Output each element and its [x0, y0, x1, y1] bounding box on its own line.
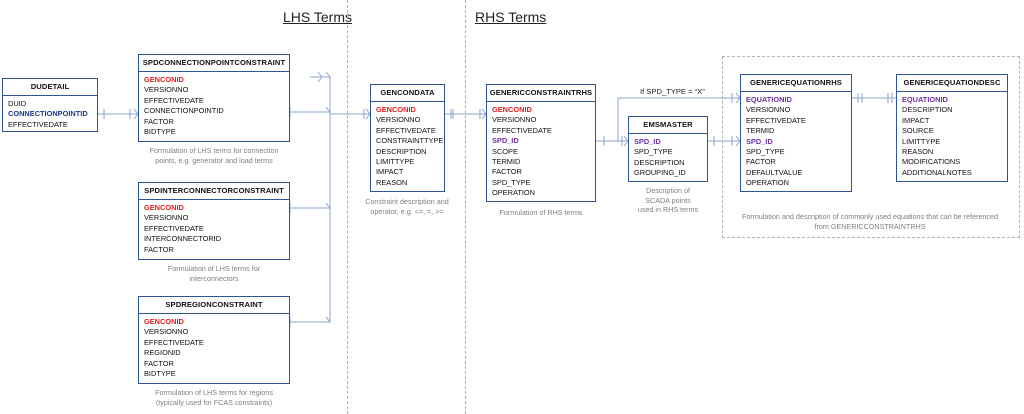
spdconnectionpointconstraint-table[interactable]: SPDCONNECTIONPOINTCONSTRAINT GENCONID VE… [138, 54, 290, 142]
field: DESCRIPTION [634, 157, 685, 167]
field: FACTOR [144, 358, 174, 368]
spdinterconnectorconstraint-table[interactable]: SPDINTERCONNECTORCONSTRAINT GENCONID VER… [138, 182, 290, 260]
field: LIMITTYPE [376, 157, 415, 167]
genericequationrhs-table[interactable]: GENERICEQUATIONRHS EQUATIONID VERSIONNO … [740, 74, 852, 192]
table-title: SPDINTERCONNECTORCONSTRAINT [139, 183, 289, 200]
table-title: DUDETAIL [3, 79, 97, 96]
field: IMPACT [902, 115, 930, 125]
field-primary-key: GENCONID [144, 203, 184, 212]
field: SCOPE [492, 146, 518, 156]
table-title: SPDCONNECTIONPOINTCONSTRAINT [139, 55, 289, 72]
genericequationdesc-table[interactable]: GENERICEQUATIONDESC EQUATIONID DESCRIPTI… [896, 74, 1008, 182]
field: EFFECTIVEDATE [746, 115, 806, 125]
field-primary-key: GENCONID [492, 105, 532, 114]
field: FACTOR [144, 244, 174, 254]
field: FACTOR [144, 116, 174, 126]
field: INTERCONNECTORID [144, 234, 222, 244]
field: MODIFICATIONS [902, 157, 961, 167]
field: VERSIONNO [144, 213, 189, 223]
field: EFFECTIVEDATE [376, 125, 436, 135]
field-primary-key: GENCONID [376, 105, 416, 114]
field: EFFECTIVEDATE [144, 223, 204, 233]
rhs-caption: Formulation of RHS terms [499, 208, 583, 217]
field: SPD_TYPE [634, 147, 673, 157]
field-primary-key: EQUATIONID [902, 95, 948, 104]
spdregionconstraint-table[interactable]: SPDREGIONCONSTRAINT GENCONID VERSIONNO E… [138, 296, 290, 384]
rhs-divider [465, 0, 466, 414]
field: SPD_TYPE [492, 177, 531, 187]
field: DEFAULTVALUE [746, 167, 803, 177]
field: DESCRIPTION [902, 105, 953, 115]
emsmaster-table[interactable]: EMSMASTER SPD_ID SPD_TYPE DESCRIPTION GR… [628, 116, 708, 182]
field: BIDTYPE [144, 369, 176, 379]
equations-caption: Formulation and description of commonly … [741, 212, 999, 231]
field: FACTOR [492, 167, 522, 177]
field-primary-key: GENCONID [144, 317, 184, 326]
field: BIDTYPE [144, 127, 176, 137]
field-link-key: SPD_ID [634, 137, 661, 146]
table-title: SPDREGIONCONSTRAINT [139, 297, 289, 314]
field-link-key: SPD_ID [492, 136, 519, 146]
field: FACTOR [746, 157, 776, 167]
field: REGIONID [144, 348, 181, 358]
field: CONNECTIONPOINTID [144, 106, 224, 116]
dudetail-table[interactable]: DUDETAIL DUID CONNECTIONPOINTID EFFECTIV… [2, 78, 98, 132]
rhs-terms-title: RHS Terms [475, 9, 547, 25]
table-title: GENERICEQUATIONDESC [897, 75, 1007, 92]
field: CONSTRAINTTYPE [376, 136, 444, 146]
field: VERSIONNO [144, 85, 189, 95]
field: TERMID [746, 126, 775, 136]
field: VERSIONNO [492, 115, 537, 125]
table-title: EMSMASTER [629, 117, 707, 134]
region-caption: Formulation of LHS terms for regions(typ… [155, 388, 273, 407]
field: DESCRIPTION [376, 146, 427, 156]
field: EFFECTIVEDATE [492, 125, 552, 135]
field: EFFECTIVEDATE [144, 337, 204, 347]
field: VERSIONNO [144, 327, 189, 337]
field: EFFECTIVEDATE [144, 95, 204, 105]
gencondata-table[interactable]: GENCONDATA GENCONID VERSIONNO EFFECTIVED… [370, 84, 445, 192]
field: SPD_TYPE [746, 147, 785, 157]
condition-label: If SPD_TYPE = “X” [640, 87, 705, 96]
field: REASON [902, 147, 934, 157]
table-title: GENERICEQUATIONRHS [741, 75, 851, 92]
field: DUID [8, 99, 27, 108]
field-foreign-key: CONNECTIONPOINTID [8, 109, 88, 119]
lhs-divider [347, 0, 348, 414]
field: ADDITIONALNOTES [902, 167, 972, 177]
field: SOURCE [902, 126, 934, 136]
field-primary-key: GENCONID [144, 75, 184, 84]
lhs-terms-title: LHS Terms [283, 9, 352, 25]
field: GROUPING_ID [634, 168, 686, 178]
field: REASON [376, 177, 408, 187]
field: OPERATION [746, 178, 789, 188]
table-title: GENCONDATA [371, 85, 444, 102]
field: VERSIONNO [376, 115, 421, 125]
table-title: GENERICCONSTRAINTRHS [487, 85, 595, 102]
field: VERSIONNO [746, 105, 791, 115]
genericconstraintrhs-table[interactable]: GENERICCONSTRAINTRHS GENCONID VERSIONNO … [486, 84, 596, 202]
field: IMPACT [376, 167, 404, 177]
field-link-key: SPD_ID [746, 136, 773, 146]
equation-group-frame [722, 56, 1020, 238]
field-primary-key: EQUATIONID [746, 95, 792, 104]
field: EFFECTIVEDATE [8, 119, 68, 129]
field: LIMITTYPE [902, 136, 941, 146]
field: OPERATION [492, 188, 535, 198]
field: TERMID [492, 157, 521, 167]
